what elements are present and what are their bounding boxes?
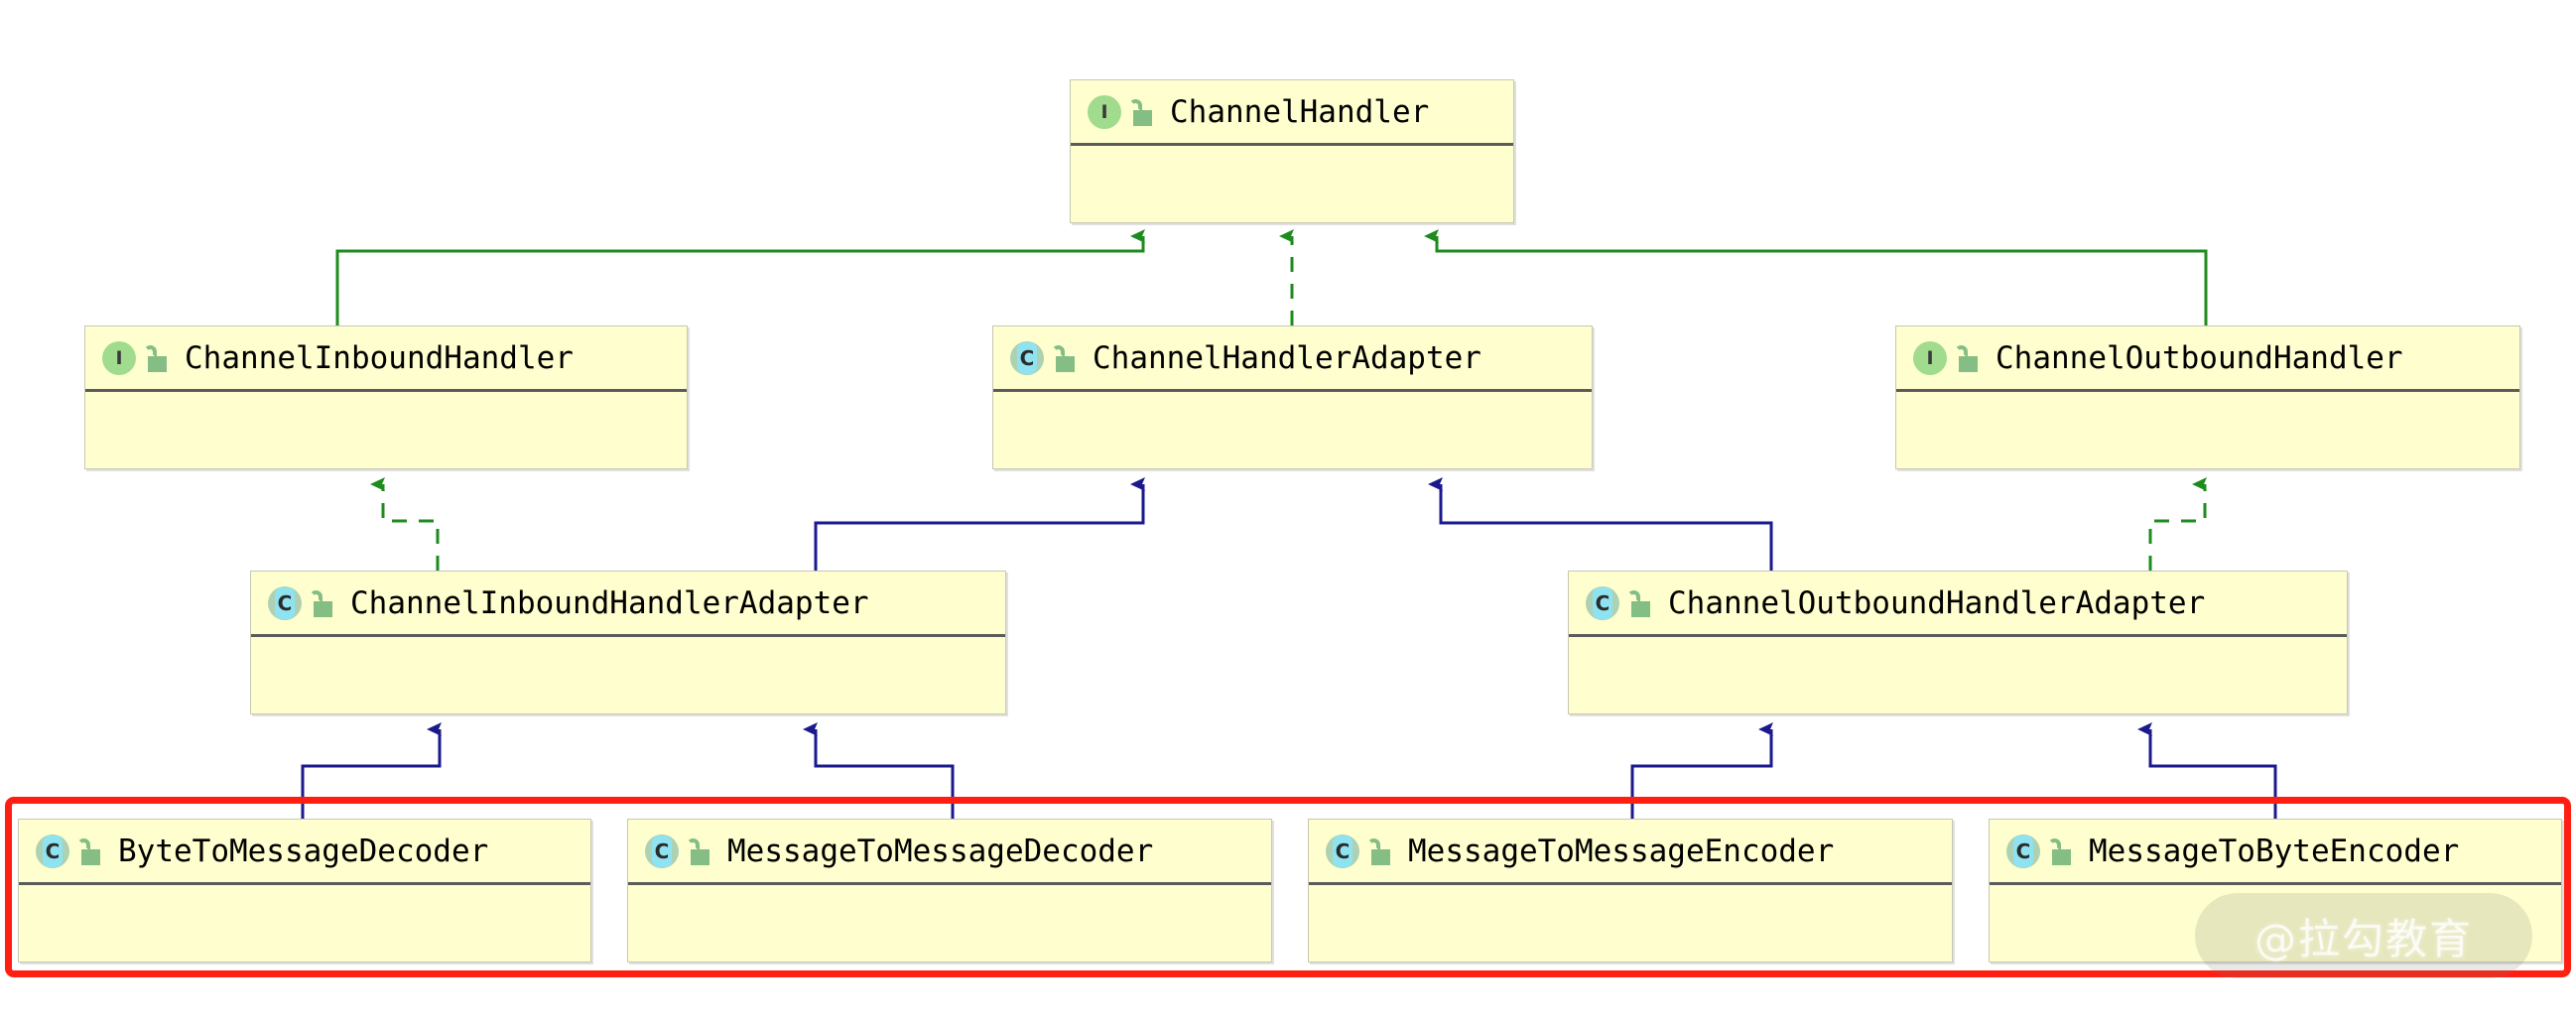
node-members-section — [19, 885, 590, 941]
uml-class-node-message-to-message-decoder[interactable]: C MessageToMessageDecoder — [627, 819, 1272, 962]
node-title-row: C ChannelOutboundHandlerAdapter — [1569, 572, 2347, 634]
node-title-row: C MessageToByteEncoder — [1990, 820, 2561, 882]
node-section-divider — [85, 389, 687, 392]
public-unlocked-padlock-icon — [309, 588, 334, 618]
edge-implements-channel-inbound-handler-adapter-to-channel-inbound-handler — [370, 477, 440, 571]
uml-class-node-message-to-byte-encoder[interactable]: C MessageToByteEncoder — [1989, 819, 2562, 962]
badge-letter: C — [1335, 838, 1351, 863]
node-title-row: C ChannelHandlerAdapter — [993, 326, 1592, 389]
node-members-section — [1569, 637, 2347, 693]
edge-implements-channel-outbound-handler-adapter-to-channel-outbound-handler — [2148, 477, 2207, 571]
badge-letter: I — [1100, 100, 1108, 123]
class-badge-icon: C — [1010, 340, 1044, 375]
node-section-divider — [628, 882, 1271, 885]
public-unlocked-padlock-icon — [143, 343, 169, 373]
uml-class-node-channel-handler-adapter[interactable]: C ChannelHandlerAdapter — [992, 325, 1593, 469]
node-title-row: C MessageToMessageEncoder — [1309, 820, 1952, 882]
class-name-label: ChannelHandler — [1170, 93, 1430, 130]
public-unlocked-padlock-icon — [1366, 836, 1392, 866]
badge-letter: I — [1926, 346, 1934, 369]
node-members-section — [1309, 885, 1952, 941]
node-members-section — [1896, 392, 2519, 448]
node-title-row: I ChannelOutboundHandler — [1896, 326, 2519, 389]
node-members-section — [85, 392, 687, 448]
node-title-row: C MessageToMessageDecoder — [628, 820, 1271, 882]
node-title-row: I ChannelInboundHandler — [85, 326, 687, 389]
node-members-section — [251, 637, 1005, 693]
uml-class-node-channel-inbound-handler[interactable]: I ChannelInboundHandler — [84, 325, 688, 469]
node-title-row: I ChannelHandler — [1071, 80, 1513, 143]
node-members-section — [993, 392, 1592, 448]
interface-badge-icon: I — [102, 340, 136, 375]
badge-letter: C — [277, 590, 293, 615]
interface-badge-icon: I — [1088, 94, 1121, 129]
class-name-label: ChannelInboundHandlerAdapter — [350, 584, 869, 621]
uml-class-node-byte-to-message-decoder[interactable]: C ByteToMessageDecoder — [18, 819, 591, 962]
watermark: @拉勾教育 — [2195, 893, 2532, 978]
public-unlocked-padlock-icon — [686, 836, 711, 866]
badge-letter: I — [115, 346, 123, 369]
edge-extends-channel-outbound-handler-to-channel-handler — [1424, 229, 2208, 325]
node-section-divider — [251, 634, 1005, 637]
class-badge-icon: C — [36, 834, 69, 868]
class-badge-icon: C — [2006, 834, 2040, 868]
node-section-divider — [1569, 634, 2347, 637]
node-section-divider — [1071, 143, 1513, 146]
badge-letter: C — [1019, 345, 1035, 370]
edge-extends-channel-outbound-handler-adapter-to-channel-handler-adapter — [1428, 477, 1773, 571]
edge-extends-channel-inbound-handler-adapter-to-channel-handler-adapter — [814, 477, 1145, 571]
class-name-label: MessageToByteEncoder — [2089, 833, 2460, 869]
class-name-label: MessageToMessageDecoder — [727, 833, 1154, 869]
edge-extends-message-to-message-encoder-to-channel-outbound-handler-adapter — [1630, 722, 1773, 819]
class-badge-icon: C — [268, 585, 302, 620]
badge-letter: C — [2015, 838, 2031, 863]
node-members-section — [628, 885, 1271, 941]
uml-class-node-channel-outbound-handler[interactable]: I ChannelOutboundHandler — [1895, 325, 2520, 469]
public-unlocked-padlock-icon — [2047, 836, 2073, 866]
edge-extends-byte-to-message-decoder-to-channel-inbound-handler-adapter — [301, 722, 442, 819]
class-badge-icon: C — [1326, 834, 1359, 868]
node-section-divider — [19, 882, 590, 885]
public-unlocked-padlock-icon — [1954, 343, 1980, 373]
node-section-divider — [1990, 882, 2561, 885]
node-section-divider — [993, 389, 1592, 392]
watermark-text: @拉勾教育 — [2254, 914, 2473, 963]
public-unlocked-padlock-icon — [1128, 97, 1154, 127]
interface-badge-icon: I — [1913, 340, 1947, 375]
public-unlocked-padlock-icon — [1051, 343, 1077, 373]
class-name-label: ChannelInboundHandler — [185, 339, 574, 376]
node-section-divider — [1896, 389, 2519, 392]
node-title-row: C ChannelInboundHandlerAdapter — [251, 572, 1005, 634]
badge-letter: C — [1595, 590, 1610, 615]
edge-extends-channel-inbound-handler-to-channel-handler — [335, 229, 1145, 325]
node-section-divider — [1309, 882, 1952, 885]
edge-extends-message-to-message-decoder-to-channel-inbound-handler-adapter — [803, 722, 955, 819]
uml-class-node-channel-inbound-handler-adapter[interactable]: C ChannelInboundHandlerAdapter — [250, 571, 1006, 714]
class-badge-icon: C — [645, 834, 679, 868]
class-name-label: MessageToMessageEncoder — [1408, 833, 1835, 869]
badge-letter: C — [45, 838, 61, 863]
class-badge-icon: C — [1586, 585, 1619, 620]
uml-class-node-channel-outbound-handler-adapter[interactable]: C ChannelOutboundHandlerAdapter — [1568, 571, 2348, 714]
class-name-label: ByteToMessageDecoder — [118, 833, 489, 869]
class-name-label: ChannelOutboundHandler — [1996, 339, 2403, 376]
class-name-label: ChannelHandlerAdapter — [1093, 339, 1481, 376]
uml-class-node-message-to-message-encoder[interactable]: C MessageToMessageEncoder — [1308, 819, 1953, 962]
node-members-section — [1071, 146, 1513, 201]
public-unlocked-padlock-icon — [1626, 588, 1652, 618]
public-unlocked-padlock-icon — [76, 836, 102, 866]
class-name-label: ChannelOutboundHandlerAdapter — [1668, 584, 2206, 621]
node-title-row: C ByteToMessageDecoder — [19, 820, 590, 882]
uml-class-node-channel-handler[interactable]: I ChannelHandler — [1070, 79, 1514, 223]
edge-extends-message-to-byte-encoder-to-channel-outbound-handler-adapter — [2137, 722, 2277, 819]
badge-letter: C — [654, 838, 670, 863]
